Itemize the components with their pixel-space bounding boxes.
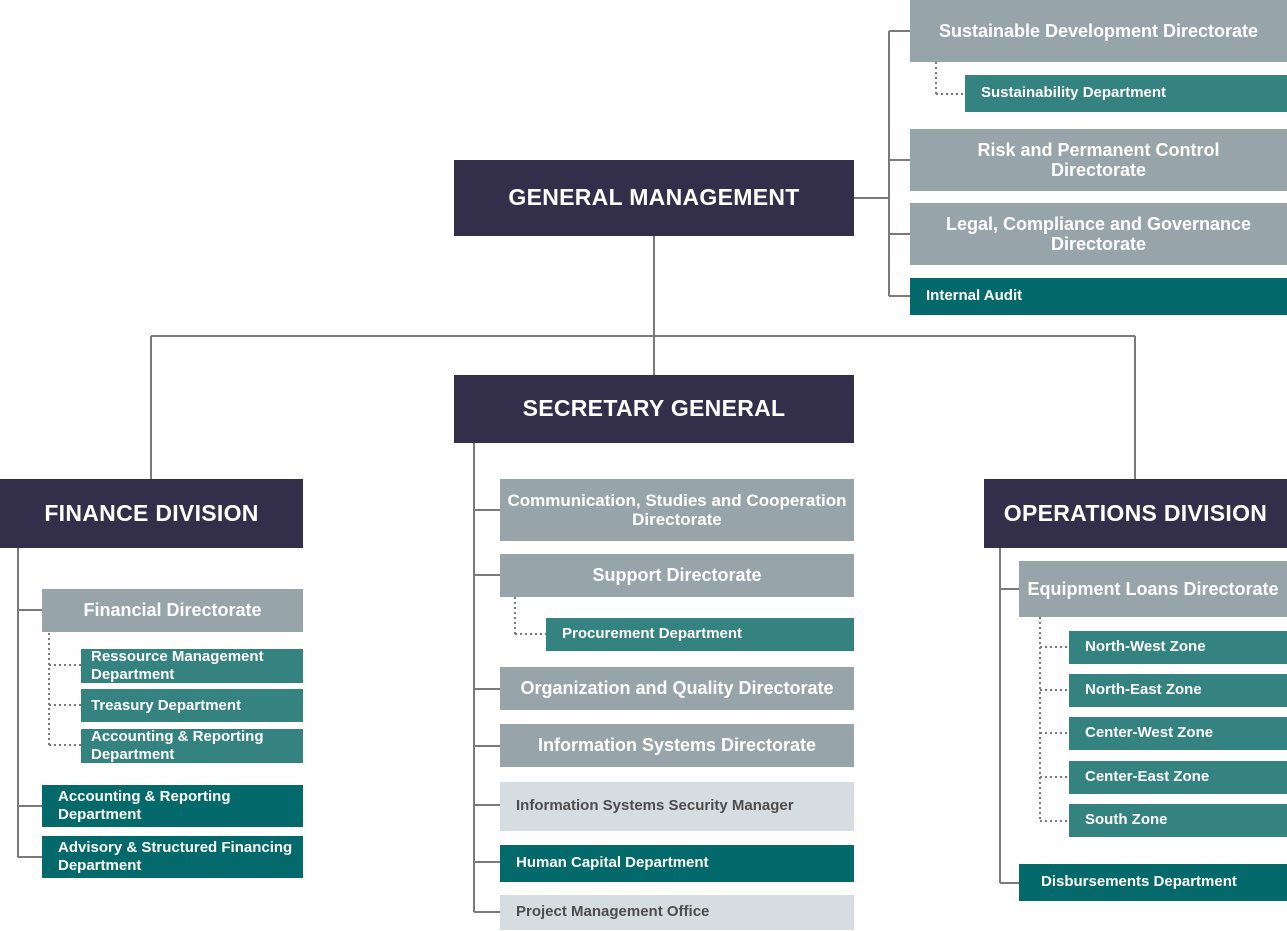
treasury-department[interactable]: Treasury Department: [81, 689, 303, 722]
center-east-zone[interactable]: Center-East Zone: [1069, 761, 1287, 794]
south-zone[interactable]: South Zone: [1069, 804, 1287, 837]
operations-division-box[interactable]: OPERATIONS DIVISION: [984, 479, 1287, 548]
information-systems-security-manager[interactable]: Information Systems Security Manager: [500, 782, 854, 831]
information-systems-directorate[interactable]: Information Systems Directorate: [500, 724, 854, 767]
center-west-zone[interactable]: Center-West Zone: [1069, 717, 1287, 750]
general-management-box[interactable]: GENERAL MANAGEMENT: [454, 160, 854, 236]
sustainable-development-directorate[interactable]: Sustainable Development Directorate: [910, 0, 1287, 62]
finance-division-box[interactable]: FINANCE DIVISION: [0, 479, 303, 548]
organization-quality-directorate[interactable]: Organization and Quality Directorate: [500, 667, 854, 710]
risk-permanent-control-directorate[interactable]: Risk and Permanent Control Directorate: [910, 129, 1287, 191]
advisory-structured-financing-department[interactable]: Advisory & Structured Financing Departme…: [42, 836, 303, 878]
accounting-reporting-sub-department[interactable]: Accounting & Reporting Department: [81, 728, 303, 763]
internal-audit[interactable]: Internal Audit: [910, 278, 1287, 315]
resource-management-department[interactable]: Ressource Management Department: [81, 648, 303, 683]
human-capital-department[interactable]: Human Capital Department: [500, 845, 854, 882]
dotted-connectors: [48, 62, 1069, 822]
project-management-office[interactable]: Project Management Office: [500, 895, 854, 930]
solid-connectors: [17, 30, 1136, 913]
accounting-reporting-department[interactable]: Accounting & Reporting Department: [42, 785, 303, 827]
communication-studies-cooperation-directorate[interactable]: Communication, Studies and Cooperation D…: [500, 479, 854, 541]
financial-directorate[interactable]: Financial Directorate: [42, 589, 303, 632]
equipment-loans-directorate[interactable]: Equipment Loans Directorate: [1019, 561, 1287, 617]
secretary-general-box[interactable]: SECRETARY GENERAL: [454, 375, 854, 443]
sustainability-department[interactable]: Sustainability Department: [965, 75, 1287, 112]
disbursements-department[interactable]: Disbursements Department: [1019, 864, 1287, 901]
legal-compliance-governance-directorate[interactable]: Legal, Compliance and Governance Directo…: [910, 203, 1287, 265]
north-west-zone[interactable]: North-West Zone: [1069, 631, 1287, 664]
support-directorate[interactable]: Support Directorate: [500, 554, 854, 597]
north-east-zone[interactable]: North-East Zone: [1069, 674, 1287, 707]
procurement-department[interactable]: Procurement Department: [546, 618, 854, 651]
